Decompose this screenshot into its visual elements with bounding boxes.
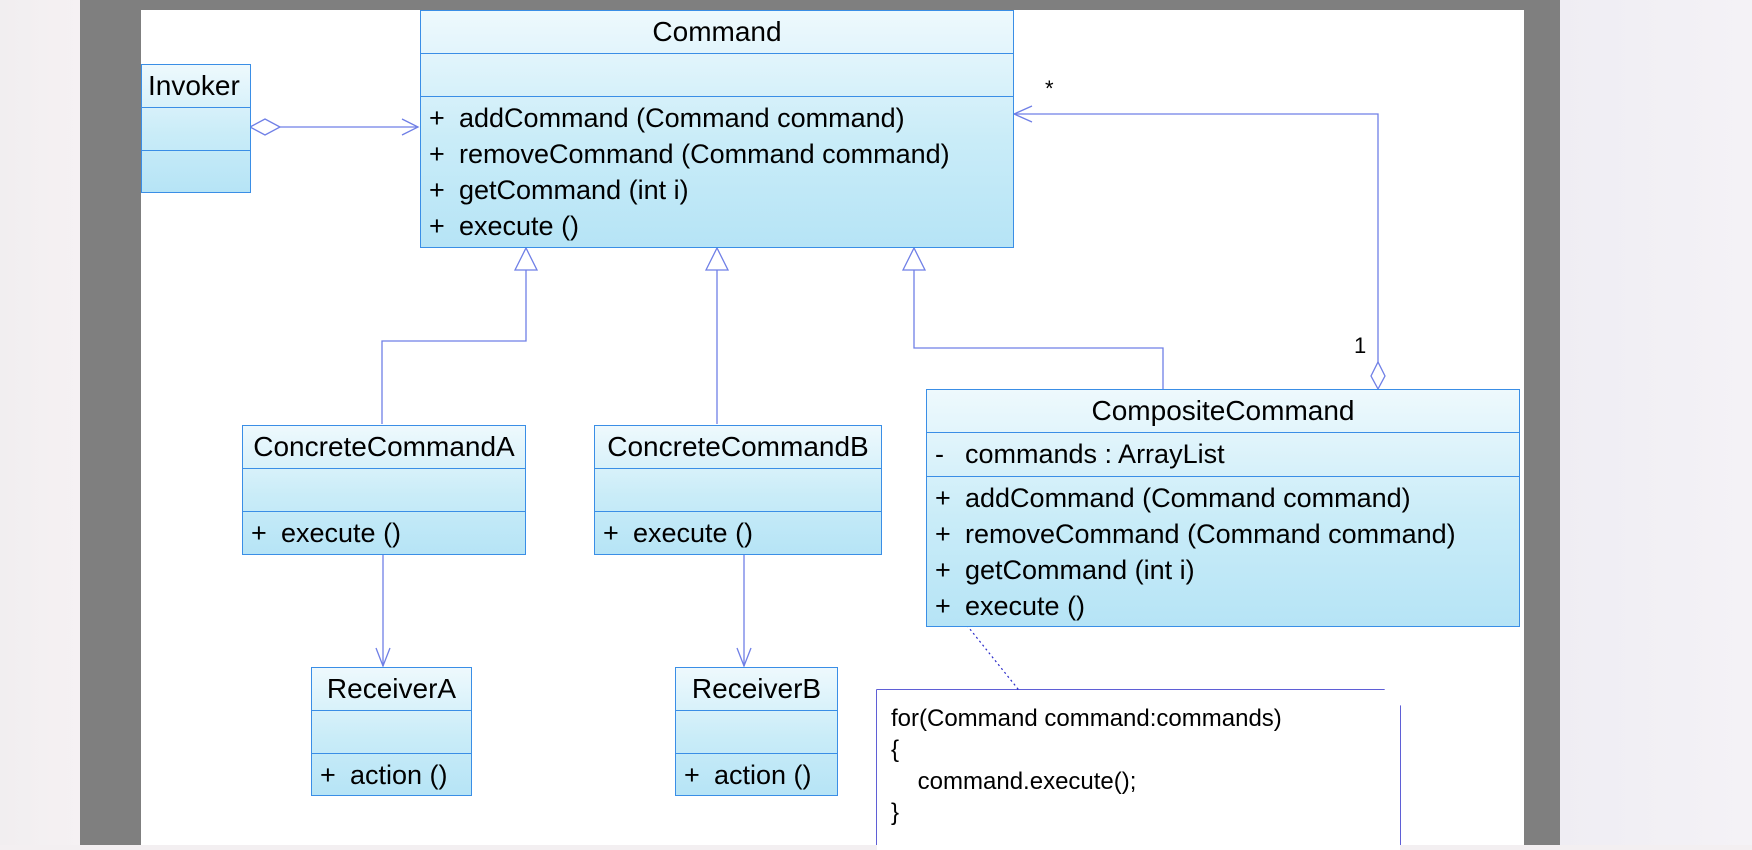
class-invoker-operations (142, 151, 250, 193)
operation-row: +removeCommand (Command command) (429, 139, 950, 169)
class-composite-command-operations: +addCommand (Command command) +removeCom… (927, 477, 1519, 624)
class-command[interactable]: Command +addCommand (Command command) +r… (420, 10, 1014, 248)
class-receiver-a[interactable]: ReceiverA +action () (311, 667, 472, 796)
class-receiver-b-operations: +action () (676, 754, 837, 793)
operation-row: +getCommand (int i) (935, 555, 1195, 585)
operation-row: +addCommand (Command command) (935, 483, 1411, 513)
note-line: command.execute(); (891, 768, 1137, 795)
composite-aggregation-arrowhead (1012, 105, 1033, 123)
class-receiver-a-name: ReceiverA (312, 668, 471, 711)
note-line: for(Command command:commands) (891, 705, 1282, 732)
composite-aggregation-line (1014, 113, 1379, 362)
operation-row: +action () (684, 760, 812, 790)
right-backdrop (1560, 0, 1752, 845)
operation-row: +execute () (603, 518, 754, 548)
class-concrete-command-b-name: ConcreteCommandB (595, 426, 881, 469)
operation-row: +getCommand (int i) (429, 175, 689, 205)
composite-aggregation-diamond (1370, 360, 1386, 391)
class-receiver-b[interactable]: ReceiverB +action () (675, 667, 838, 796)
class-command-attributes (421, 54, 1013, 97)
operation-row: +execute () (429, 211, 580, 241)
note-line: { (891, 736, 900, 763)
multiplicity-one: 1 (1354, 333, 1367, 358)
operation-row: +execute () (935, 591, 1086, 621)
class-concrete-command-a-attributes (243, 469, 525, 512)
class-composite-command[interactable]: CompositeCommand -commands : ArrayList +… (926, 389, 1520, 627)
class-receiver-a-attributes (312, 711, 471, 754)
invoker-arrowhead (401, 118, 420, 136)
class-invoker-name: Invoker (142, 65, 250, 108)
class-invoker-attributes (142, 108, 250, 151)
operation-row: +removeCommand (Command command) (935, 519, 1456, 549)
class-concrete-command-b-operations: +execute () (595, 512, 881, 551)
class-concrete-command-b[interactable]: ConcreteCommandB +execute () (594, 425, 882, 555)
class-composite-command-attributes: -commands : ArrayList (927, 433, 1519, 477)
class-command-name: Command (421, 11, 1013, 54)
class-concrete-command-b-attributes (595, 469, 881, 512)
class-composite-command-name: CompositeCommand (927, 390, 1519, 433)
composite-generalization-line (913, 270, 1164, 389)
operation-row: +execute () (251, 518, 402, 548)
class-receiver-a-operations: +action () (312, 754, 471, 793)
class-concrete-command-a[interactable]: ConcreteCommandA +execute () (242, 425, 526, 555)
concrete-a-generalization-line (381, 270, 527, 424)
class-receiver-b-name: ReceiverB (676, 668, 837, 711)
class-concrete-command-a-name: ConcreteCommandA (243, 426, 525, 469)
operation-row: +addCommand (Command command) (429, 103, 905, 133)
operation-row: +action () (320, 760, 448, 790)
class-command-operations: +addCommand (Command command) +removeCom… (421, 97, 1013, 244)
invoker-aggregation-diamond (248, 118, 282, 136)
note-composite-execute: for(Command command:commands) { command.… (877, 690, 1400, 850)
concrete-b-generalization-triangle (704, 246, 730, 271)
left-backdrop (0, 0, 80, 845)
note-line: } (891, 799, 900, 826)
multiplicity-many: * (1045, 76, 1054, 101)
composite-generalization-triangle (901, 246, 927, 271)
attribute-row: -commands : ArrayList (935, 439, 1225, 469)
concrete-a-receiver-arrowhead (375, 647, 391, 668)
class-concrete-command-a-operations: +execute () (243, 512, 525, 551)
concrete-b-receiver-arrowhead (736, 647, 752, 668)
concrete-a-generalization-triangle (513, 246, 539, 271)
class-receiver-b-attributes (676, 711, 837, 754)
class-invoker[interactable]: Invoker (141, 64, 251, 193)
